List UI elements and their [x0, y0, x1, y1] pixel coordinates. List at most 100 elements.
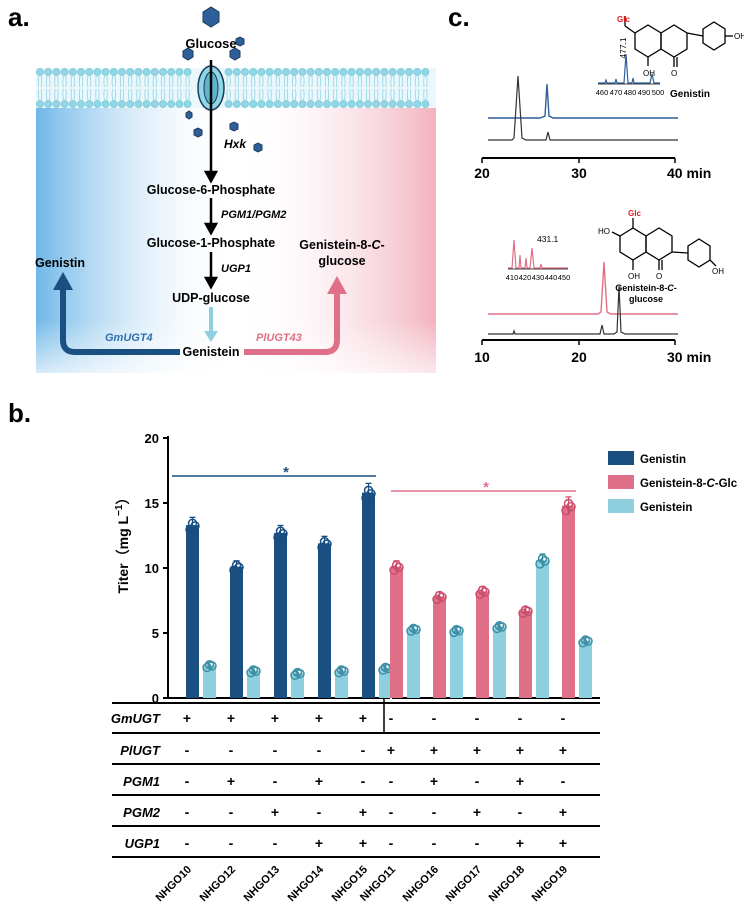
replicate-point — [394, 562, 404, 573]
genotype-cell: - — [185, 742, 190, 758]
replicate-point — [339, 666, 349, 676]
glucose-hexagon-icon — [193, 127, 203, 138]
genotype-cell: - — [432, 835, 437, 851]
panel-label-c: c. — [448, 2, 470, 32]
chromatogram-top: 20 30 40 min 477.1 460 470 480 490 500 — [474, 15, 744, 181]
trace-bottom-sample — [488, 285, 678, 335]
replicate-point — [207, 661, 217, 671]
replicate-point — [566, 501, 576, 512]
tick-label: 30 min — [667, 349, 711, 365]
panel-label-a: a. — [8, 2, 30, 32]
atom-label: OH — [712, 267, 724, 276]
replicate-point — [480, 587, 490, 597]
glc-label-bottom: Glc — [628, 209, 641, 218]
genotype-cell: - — [317, 742, 322, 758]
atom-label: O — [671, 69, 677, 78]
ms-tick: 440 — [545, 273, 558, 282]
genotype-cell: - — [518, 710, 523, 726]
genotype-cell: + — [359, 835, 367, 851]
genotype-cell: - — [361, 773, 366, 789]
udp-glucose-label: UDP-glucose — [172, 291, 250, 305]
glucose-hexagon-icon — [182, 47, 194, 61]
tick-label: 40 min — [667, 165, 711, 181]
hxk-label: Hxk — [224, 137, 247, 151]
replicate-point — [391, 560, 402, 571]
genotype-cell: - — [475, 773, 480, 789]
ms-peak-label-top: 477.1 — [618, 37, 628, 59]
genistin-branch-arrow — [60, 288, 180, 355]
tick-label: 20 — [474, 165, 490, 181]
genotype-cell: - — [229, 742, 234, 758]
genotype-cell: - — [229, 835, 234, 851]
y-axis-label: Titer（mg L−1） — [114, 491, 131, 594]
atom-label: OH — [643, 69, 655, 78]
legend-swatch — [608, 499, 634, 513]
replicate-point — [449, 627, 459, 638]
legend-label: Genistein-8-C-Glc — [640, 478, 738, 490]
replicate-point — [578, 638, 588, 648]
ms-trace-bottom — [508, 239, 568, 269]
genotype-cell: + — [559, 742, 567, 758]
bar-genistin — [186, 525, 199, 698]
category-label: NHGO10 — [154, 864, 194, 904]
ms-tick: 480 — [624, 88, 637, 97]
genotype-row-label: GmUGT — [111, 711, 161, 726]
bar-genistein-8-c-glc — [476, 591, 489, 698]
replicate-point — [231, 560, 242, 571]
product2-label-line2: glucose — [318, 254, 365, 268]
category-label: NHGO12 — [198, 864, 238, 904]
ms-tick: 450 — [558, 273, 571, 282]
genotype-cell: + — [315, 710, 323, 726]
genotype-cell: + — [559, 804, 567, 820]
significance-marker: * — [283, 464, 289, 481]
genotype-cell: - — [185, 835, 190, 851]
trace-bottom-standard — [488, 261, 678, 315]
replicate-point — [406, 626, 416, 636]
ugp1-enzyme-label: UGP1 — [221, 263, 251, 275]
product2-structure-name-line2: glucose — [629, 294, 663, 304]
genotype-cell: - — [389, 710, 394, 726]
replicate-point — [434, 590, 445, 601]
category-label: NHGO16 — [401, 864, 441, 904]
replicate-point — [454, 626, 464, 636]
legend-swatch — [608, 451, 634, 465]
atom-label: OH — [734, 32, 744, 41]
replicate-point — [540, 556, 550, 566]
replicate-point — [437, 592, 447, 602]
ms-tick: 470 — [610, 88, 623, 97]
replicate-point — [275, 526, 286, 536]
genotype-cell: - — [273, 835, 278, 851]
glucose-hexagon-icon — [253, 142, 263, 153]
panel-c: 20 30 40 min 477.1 460 470 480 490 500 — [474, 15, 744, 365]
cell-membrane — [36, 68, 436, 108]
trace-top-standard — [488, 83, 678, 119]
ms-peak-label-bottom: 431.1 — [537, 234, 559, 244]
genotype-cell: - — [361, 742, 366, 758]
category-label: NHGO19 — [530, 864, 570, 904]
replicate-point — [537, 553, 548, 564]
bar-genistein — [335, 670, 348, 698]
replicate-point — [366, 488, 376, 499]
genotype-cell: + — [559, 835, 567, 851]
replicate-point — [251, 666, 261, 676]
ms-tick: 490 — [638, 88, 651, 97]
genistein-label: Genistein — [183, 345, 240, 359]
genotype-cell: + — [359, 804, 367, 820]
g1p-label: Glucose-1-Phosphate — [147, 236, 276, 250]
replicate-point — [290, 670, 300, 680]
bar-genistein — [450, 630, 463, 698]
replicate-point — [535, 559, 545, 569]
legend-label: Genistein — [640, 502, 692, 514]
replicate-point — [295, 668, 305, 679]
tick-label: 30 — [571, 165, 587, 181]
replicate-point — [246, 667, 256, 678]
bar-genistein — [379, 668, 392, 698]
product2-structure-name-line1: Genistein-8-C- — [615, 283, 677, 293]
genotype-row-label: UGP1 — [125, 836, 160, 851]
legend-swatch — [608, 475, 634, 489]
legend-label: Genistin — [640, 454, 686, 466]
y-tick-label: 5 — [152, 626, 159, 641]
bar-genistein — [493, 626, 506, 698]
genotype-cell: - — [561, 773, 566, 789]
